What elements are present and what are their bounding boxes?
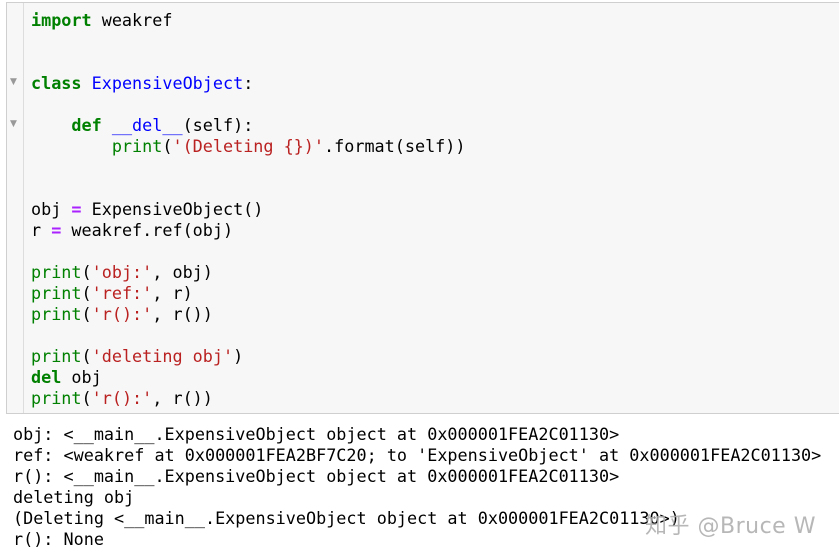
code-token: class (31, 73, 82, 93)
code-gutter: ▼ ▼ (7, 3, 24, 413)
code-token: weakref.ref(obj) (61, 220, 234, 240)
code-token: ( (81, 388, 92, 408)
code-token: weakref (91, 10, 173, 30)
code-token: ( (81, 262, 92, 282)
fold-caret-icon[interactable]: ▼ (10, 77, 17, 87)
code-input-area[interactable]: ▼ ▼ import weakref class ExpensiveObject:… (6, 2, 839, 414)
code-token: ( (81, 283, 92, 303)
code-token: 'r():' (91, 304, 153, 324)
code-token: , obj) (152, 262, 213, 282)
code-token: print (31, 304, 82, 324)
code-token: 'r():' (91, 388, 153, 408)
code-token: ExpensiveObject (91, 73, 244, 93)
code-line (31, 325, 465, 346)
code-token: (self): (182, 115, 254, 135)
code-token: 'ref:' (91, 283, 153, 303)
output-line: ref: <weakref at 0x000001FEA2BF7C20; to … (13, 445, 822, 465)
code-token (102, 115, 112, 135)
code-token: ( (162, 136, 173, 156)
code-token: def (71, 115, 102, 135)
code-token: __del__ (111, 115, 183, 135)
code-token: = (71, 199, 82, 219)
code-token: , r()) (152, 388, 213, 408)
code-line (31, 31, 465, 52)
code-line: obj = ExpensiveObject() (31, 199, 465, 220)
code-line: print('obj:', obj) (31, 262, 465, 283)
code-line (31, 241, 465, 262)
code-token: = (51, 220, 62, 240)
output-line: deleting obj (13, 487, 135, 507)
code-token: r (31, 220, 52, 240)
code-token: , r) (152, 283, 193, 303)
code-token: , r()) (152, 304, 213, 324)
code-line: print('ref:', r) (31, 283, 465, 304)
code-token: .format(self)) (324, 136, 466, 156)
code-token: print (31, 346, 82, 366)
code-line (31, 94, 465, 115)
code-token: del (31, 367, 62, 387)
code-token: '(Deleting {})' (172, 136, 325, 156)
code-line: import weakref (31, 10, 465, 31)
code-token: obj (61, 367, 102, 387)
code-token (82, 73, 92, 93)
code-token: ( (81, 346, 92, 366)
watermark: 知乎 @Bruce W (645, 514, 816, 539)
code-token: ) (233, 346, 244, 366)
code-line (31, 52, 465, 73)
code-line: def __del__(self): (31, 115, 465, 136)
code-line: class ExpensiveObject: (31, 73, 465, 94)
output-line: r(): None (13, 529, 104, 549)
code-editor[interactable]: import weakref class ExpensiveObject: def… (31, 10, 465, 409)
code-token: obj (31, 199, 72, 219)
cell-output: obj: <__main__.ExpensiveObject object at… (13, 424, 821, 550)
code-line: print('r():', r()) (31, 388, 465, 409)
code-token (31, 136, 112, 156)
output-line: (Deleting <__main__.ExpensiveObject obje… (13, 508, 680, 528)
fold-caret-icon[interactable]: ▼ (10, 119, 17, 129)
code-line: print('deleting obj') (31, 346, 465, 367)
code-token (31, 115, 71, 135)
code-line: print('r():', r()) (31, 304, 465, 325)
output-line: r(): <__main__.ExpensiveObject object at… (13, 466, 620, 486)
code-token: print (31, 388, 82, 408)
code-token: print (31, 262, 82, 282)
code-token: : (243, 73, 254, 93)
code-line: del obj (31, 367, 465, 388)
code-token: print (111, 136, 163, 156)
code-token: 'obj:' (91, 262, 153, 282)
code-line: r = weakref.ref(obj) (31, 220, 465, 241)
code-line (31, 157, 465, 178)
code-token: ( (81, 304, 92, 324)
code-token: import (31, 10, 92, 30)
code-line: print('(Deleting {})'.format(self)) (31, 136, 466, 157)
output-line: obj: <__main__.ExpensiveObject object at… (13, 424, 620, 444)
code-token: print (31, 283, 82, 303)
code-token: ExpensiveObject() (81, 199, 264, 219)
code-line (31, 178, 465, 199)
code-token: 'deleting obj' (91, 346, 234, 366)
